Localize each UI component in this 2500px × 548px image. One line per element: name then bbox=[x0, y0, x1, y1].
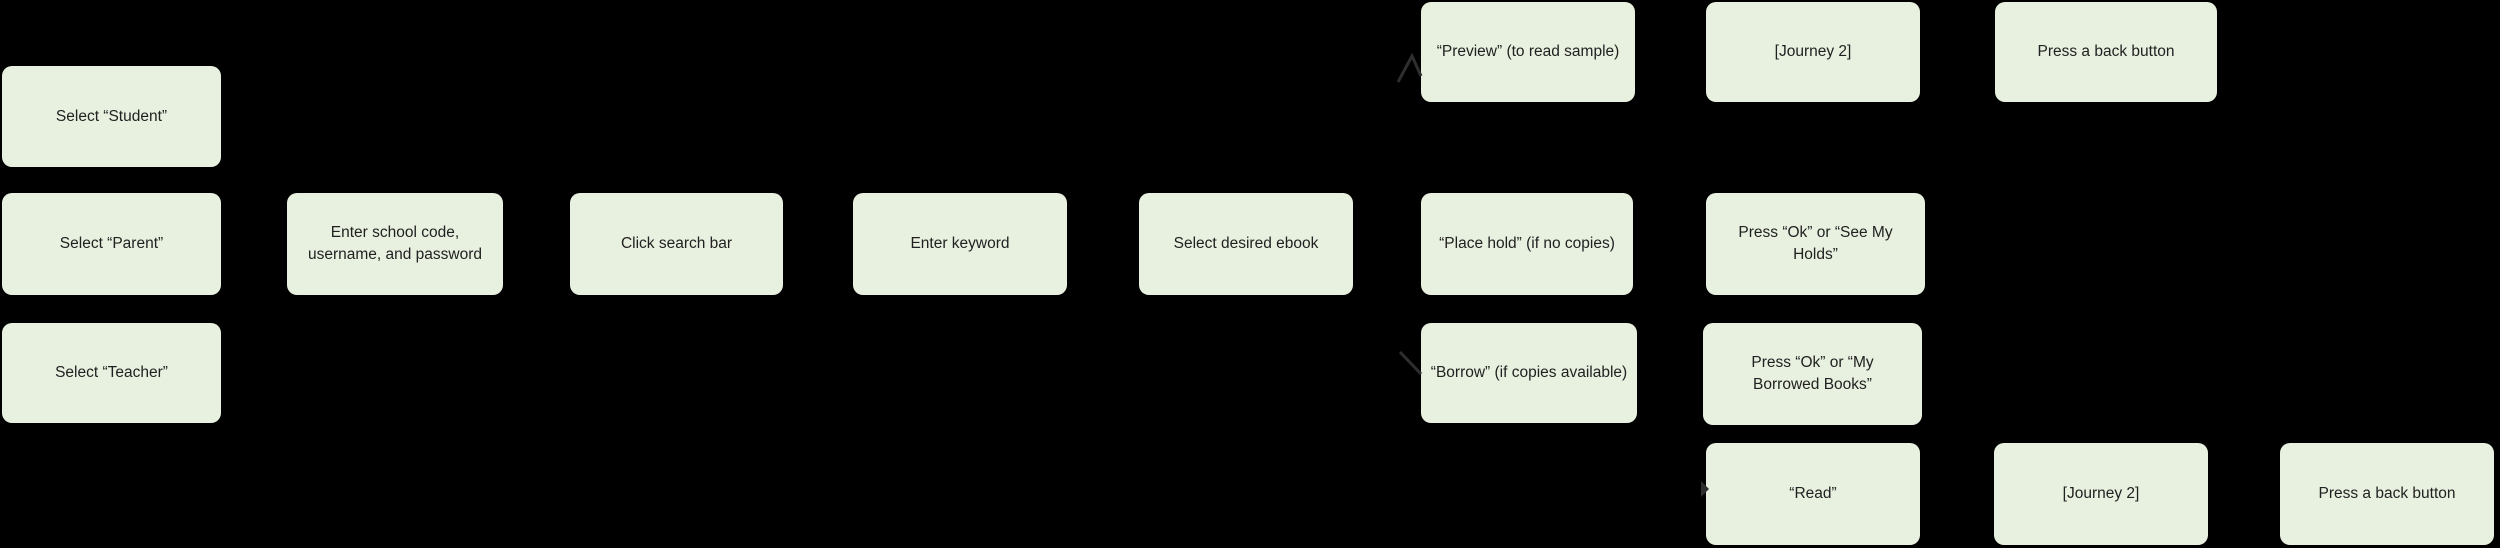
node-select-teacher[interactable]: Select “Teacher” bbox=[2, 323, 221, 423]
node-label: [Journey 2] bbox=[2062, 485, 2140, 502]
node-press-back-top[interactable]: Press a back button bbox=[1995, 2, 2217, 102]
node-label: Press “Ok” or “My Borrowed Books” bbox=[1751, 354, 1874, 393]
node-label: Select “Teacher” bbox=[55, 364, 168, 381]
node-label: Select “Student” bbox=[55, 107, 168, 125]
node-label: Press “Ok” or “See My Holds” bbox=[1738, 224, 1893, 263]
node-label: Press a back button bbox=[2037, 43, 2175, 60]
node-place-hold[interactable]: “Place hold” (if no copies) bbox=[1421, 193, 1633, 295]
node-borrow[interactable]: “Borrow” (if copies available) bbox=[1421, 323, 1637, 423]
node-label: [Journey 2] bbox=[1774, 43, 1852, 60]
node-journey-2-bottom[interactable]: [Journey 2] bbox=[1994, 443, 2208, 545]
node-enter-keyword[interactable]: Enter keyword bbox=[853, 193, 1067, 295]
node-press-ok-see-my-holds[interactable]: Press “Ok” or “See My Holds” bbox=[1706, 193, 1925, 295]
node-label: Select desired ebook bbox=[1173, 235, 1319, 252]
node-select-parent[interactable]: Select “Parent” bbox=[2, 193, 221, 295]
node-label: “Place hold” (if no copies) bbox=[1439, 235, 1615, 252]
node-label: “Borrow” (if copies available) bbox=[1430, 364, 1628, 381]
node-enter-school-code[interactable]: Enter school code, username, and passwor… bbox=[287, 193, 503, 295]
node-label: “Preview” (to read sample) bbox=[1436, 43, 1620, 60]
node-label: Press a back button bbox=[2318, 485, 2456, 502]
node-press-ok-borrowed-books[interactable]: Press “Ok” or “My Borrowed Books” bbox=[1703, 323, 1922, 425]
node-label: Enter keyword bbox=[910, 235, 1010, 252]
node-label: Click search bar bbox=[620, 235, 733, 252]
node-click-search-bar[interactable]: Click search bar bbox=[570, 193, 783, 295]
node-press-back-bottom[interactable]: Press a back button bbox=[2280, 443, 2494, 545]
node-label: Select “Parent” bbox=[59, 235, 164, 252]
node-journey-2-top[interactable]: [Journey 2] bbox=[1706, 2, 1920, 102]
node-read[interactable]: “Read” bbox=[1706, 443, 1920, 545]
node-label: Enter school code, username, and passwor… bbox=[307, 224, 483, 263]
node-preview[interactable]: “Preview” (to read sample) bbox=[1421, 2, 1635, 102]
node-select-desired-ebook[interactable]: Select desired ebook bbox=[1139, 193, 1353, 295]
node-select-student[interactable]: Select “Student” bbox=[2, 66, 221, 167]
node-label: “Read” bbox=[1789, 485, 1837, 502]
